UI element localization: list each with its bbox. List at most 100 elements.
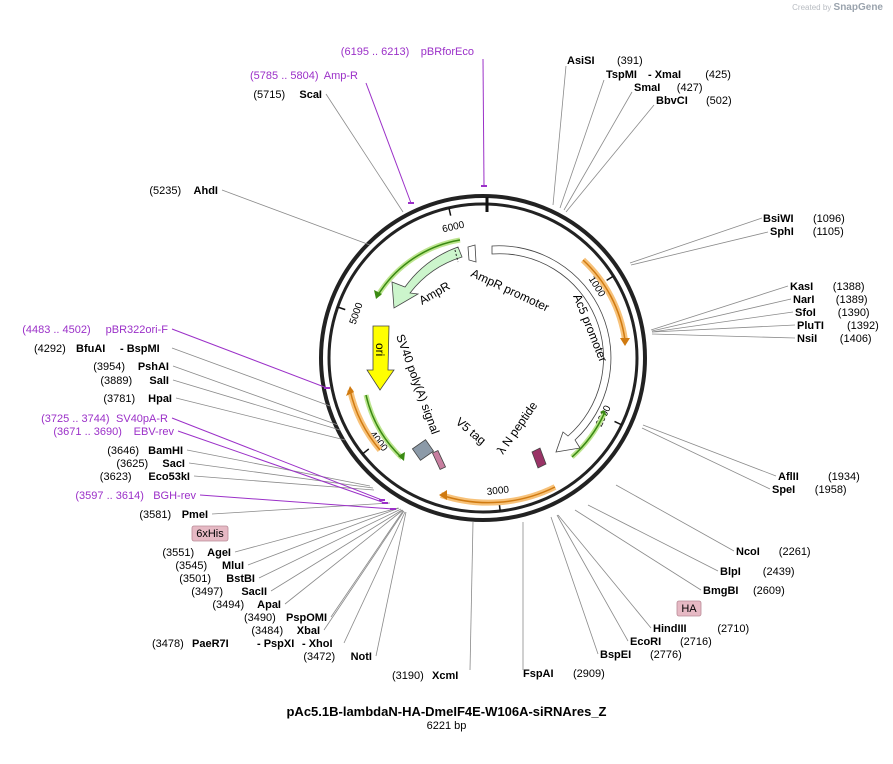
feature-ori [366,325,395,391]
orf-arrow-4000-core [349,389,381,451]
site-pos: (3501) [179,573,211,585]
site-name: AsiSI [567,55,595,67]
site-name: NotI [351,651,372,663]
feature-sv40-polya [411,439,435,461]
primer-line-EBV-rev [177,430,386,504]
site-line-XbaI [323,510,405,631]
site-line-BspEI [550,516,599,655]
site-name-3: - XhoI [302,638,333,650]
primer-line-pBR322ori-F [171,328,328,389]
site-pos: (2439) [763,566,795,578]
site-line-TspMI [559,79,605,209]
site-name: NsiI [797,333,817,345]
site-name: TspMI [606,69,637,81]
green-orf-right-head [600,410,607,416]
site-line-SfoI [651,311,794,333]
site-pos: (3472) [303,651,335,663]
site-name: SacII [241,586,267,598]
site-name: BmgBI [703,585,738,597]
site-name: PaeR7I [192,638,229,650]
site-line-BstBI [258,508,402,579]
site-xcmi: (3190)XcmI [392,670,458,682]
site-smai: SmaI(427) [634,82,702,94]
site-pos: (3490) [244,612,276,624]
primer-name: Amp-R [324,70,358,82]
green-orf-left-head [398,452,405,461]
tick-label-5000: 5000 [348,301,366,326]
site-asisi: AsiSI (391) [567,55,643,67]
site-pos: (3581) [139,509,171,521]
site-name: BamHI [148,445,183,457]
site-line-PspOMI [330,510,404,618]
primer-name: pBRforEco [421,46,474,58]
site-name: ApaI [257,599,281,611]
primer-range: (3671 .. 3690) [53,426,122,438]
site-pos: (4292) [34,343,66,355]
site-pos: (3190) [392,670,424,682]
site-hpai: HpaI(3781) [103,393,172,405]
site-bsiwi: BsiWI(1096) [763,213,845,225]
site-pos: (3497) [191,586,223,598]
site-tspmi: TspMI- XmaI(425) [606,69,731,81]
site-pos: (3625) [116,458,148,470]
site-pos: (3954) [93,361,125,373]
site-pos: (2261) [779,546,811,558]
primer-name: pBR322ori-F [106,324,169,336]
site-line-ApaI [284,509,404,605]
site-name: SpeI [772,484,795,496]
backbone-outer [319,194,647,522]
site-name: SmaI [634,82,660,94]
tag-6xhis-box [191,525,229,542]
site-pos: (3889) [100,375,132,387]
site-name: HpaI [148,393,172,405]
primer-name: EBV-rev [134,426,175,438]
green-orf-top-core [377,239,461,296]
site-name: BlpI [720,566,741,578]
site-nari: NarI(1389) [793,294,868,306]
site-name: BspEI [600,649,631,661]
site-name: AhdI [194,185,218,197]
site-pspomi: PspOMI(3490) [244,612,327,624]
site-line-MluI [247,507,400,566]
feature-v5-tag [431,450,447,470]
site-name-2: - PspXI [257,638,294,650]
site-bspei: BspEI(2776) [600,649,682,661]
site-pos: (2609) [753,585,785,597]
site-line-NsiI [651,333,796,339]
feature-ampr-promoter [467,244,477,263]
orf-arrow-3000-core [440,486,556,504]
site-pos: (5715) [253,89,285,101]
site-line-PaeR7I [343,511,406,644]
site-line-BmgBI [574,509,702,591]
label-ampr-promoter: AmpR promoter [469,266,552,314]
site-line-KasI [650,285,789,331]
site-line-EcoRI [556,514,629,642]
primer-ebv-rev: EBV-rev (3671 .. 3690) [53,426,174,438]
green-orf-left-core [365,394,403,459]
primer-line-pBRforEco [482,58,485,187]
tick-6000 [448,207,452,216]
site-pos: (2716) [680,636,712,648]
site-name: BstBI [226,573,255,585]
site-agei: AgeI(3551) [162,547,231,559]
site-line-BbvCI [565,104,655,213]
site-line-BamHI [186,449,371,487]
primer-line-BGH-rev [199,494,394,510]
site-xbai: XbaI(3484) [251,625,320,637]
backbone-inner [327,202,639,514]
site-aflii: AflII(1934) [778,471,860,483]
feature-ampr [391,246,463,309]
site-pos: (1096) [813,213,845,225]
primer-range: (5785 .. 5804) [250,70,319,82]
site-pos: (1406) [840,333,872,345]
primer-marks [324,185,487,510]
site-name: NarI [793,294,814,306]
site-bbvci: BbvCI(502) [656,95,732,107]
site-name-2: - XmaI [648,69,681,81]
site-line-XcmI [469,521,474,671]
tag-ha-box [676,600,702,617]
site-pos: (391) [617,55,643,67]
site-pshai: PshAI(3954) [93,361,169,373]
primer-sv40pa-r: SV40pA-R(3725 .. 3744) [41,413,168,425]
tag-ha: HA [681,603,697,615]
